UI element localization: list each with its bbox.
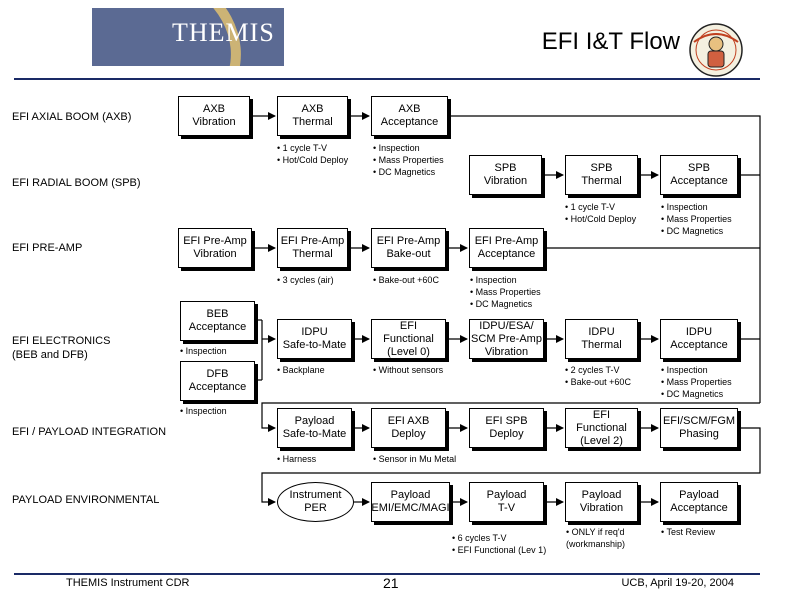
dfb-acceptance-box: DFB Acceptance (180, 361, 255, 401)
preamp-acceptance-box: EFI Pre-Amp Acceptance (469, 228, 544, 268)
idpu-acceptance-box: IDPU Acceptance (660, 319, 738, 359)
row-label-axb: EFI AXIAL BOOM (AXB) (12, 111, 132, 123)
payload-acceptance-note: • Test Review (661, 527, 716, 537)
beb-acceptance-box: BEB Acceptance (180, 301, 255, 341)
axb-vibration-box: AXB Vibration (178, 96, 250, 136)
footer-left: THEMIS Instrument CDR (66, 577, 190, 589)
row-label-environmental: PAYLOAD ENVIRONMENTAL (12, 494, 160, 506)
preamp-bakeout-box: EFI Pre-Amp Bake-out (371, 228, 446, 268)
beb-acceptance-note: • Inspection (180, 346, 227, 356)
preamp-vibration-box: EFI Pre-Amp Vibration (178, 228, 252, 268)
idpu-acceptance-note: • Inspection • Mass Properties • DC Magn… (661, 365, 732, 399)
payload-emi-emc-magi-box: Payload EMI/EMC/MAGI (371, 482, 450, 522)
footer-rule (14, 573, 760, 575)
spb-thermal-note: • 1 cycle T-V • Hot/Cold Deploy (565, 202, 637, 224)
spb-thermal-box: SPB Thermal (565, 155, 638, 195)
payload-safe-to-mate-note: • Harness (277, 454, 317, 464)
efi-axb-deploy-box: EFI AXB Deploy (371, 408, 446, 448)
footer-right: UCB, April 19-20, 2004 (621, 577, 734, 589)
payload-acceptance-box: Payload Acceptance (660, 482, 738, 522)
idpu-safe-to-mate-box: IDPU Safe-to-Mate (277, 319, 352, 359)
preamp-thermal-note: • 3 cycles (air) (277, 275, 334, 285)
axb-acceptance-box: AXB Acceptance (371, 96, 448, 136)
preamp-acceptance-note: • Inspection • Mass Properties • DC Magn… (470, 275, 541, 309)
efi-scm-fgm-phasing-box: EFI/SCM/FGM Phasing (660, 408, 738, 448)
themis-logo: THEMIS (92, 8, 284, 66)
row-label-spb: EFI RADIAL BOOM (SPB) (12, 177, 141, 189)
mascot-icon (689, 23, 743, 77)
payload-vibration-note: • ONLY if req'd (workmanship) (566, 527, 626, 549)
efi-functional-level2-box: EFI Functional (Level 2) (565, 408, 638, 448)
efi-functional-level0-box: EFI Functional (Level 0) (371, 319, 446, 359)
payload-safe-to-mate-box: Payload Safe-to-Mate (277, 408, 352, 448)
payload-vibration-box: Payload Vibration (565, 482, 638, 522)
page-number: 21 (383, 575, 399, 591)
row-label-electronics: EFI ELECTRONICS (BEB and DFB) (12, 335, 111, 361)
efi-functional-level0-note: • Without sensors (373, 365, 444, 375)
idpu-safe-to-mate-note: • Backplane (277, 365, 325, 375)
spb-acceptance-box: SPB Acceptance (660, 155, 738, 195)
axb-acceptance-note: • Inspection • Mass Properties • DC Magn… (373, 143, 444, 177)
payload-tv-box: Payload T-V (469, 482, 544, 522)
preamp-thermal-box: EFI Pre-Amp Thermal (277, 228, 348, 268)
row-label-preamp: EFI PRE-AMP (12, 242, 83, 254)
payload-tv-note: • 6 cycles T-V • EFI Functional (Lev 1) (452, 533, 547, 555)
logo-text: THEMIS (172, 18, 275, 47)
instrument-per-ellipse: Instrument PER (277, 482, 354, 522)
dfb-acceptance-note: • Inspection (180, 406, 227, 416)
preamp-bakeout-note: • Bake-out +60C (373, 275, 439, 285)
efi-axb-deploy-note: • Sensor in Mu Metal (373, 454, 457, 464)
axb-thermal-note: • 1 cycle T-V • Hot/Cold Deploy (277, 143, 349, 165)
row-label-integration: EFI / PAYLOAD INTEGRATION (12, 426, 167, 438)
efi-spb-deploy-box: EFI SPB Deploy (469, 408, 544, 448)
page-title: EFI I&T Flow (541, 28, 680, 55)
idpu-esa-scm-vibration-box: IDPU/ESA/ SCM Pre-Amp Vibration (469, 319, 544, 359)
spb-acceptance-note: • Inspection • Mass Properties • DC Magn… (661, 202, 732, 236)
idpu-thermal-note: • 2 cycles T-V • Bake-out +60C (565, 365, 631, 387)
header-rule (14, 78, 760, 80)
axb-thermal-box: AXB Thermal (277, 96, 348, 136)
idpu-thermal-box: IDPU Thermal (565, 319, 638, 359)
spb-vibration-box: SPB Vibration (469, 155, 542, 195)
